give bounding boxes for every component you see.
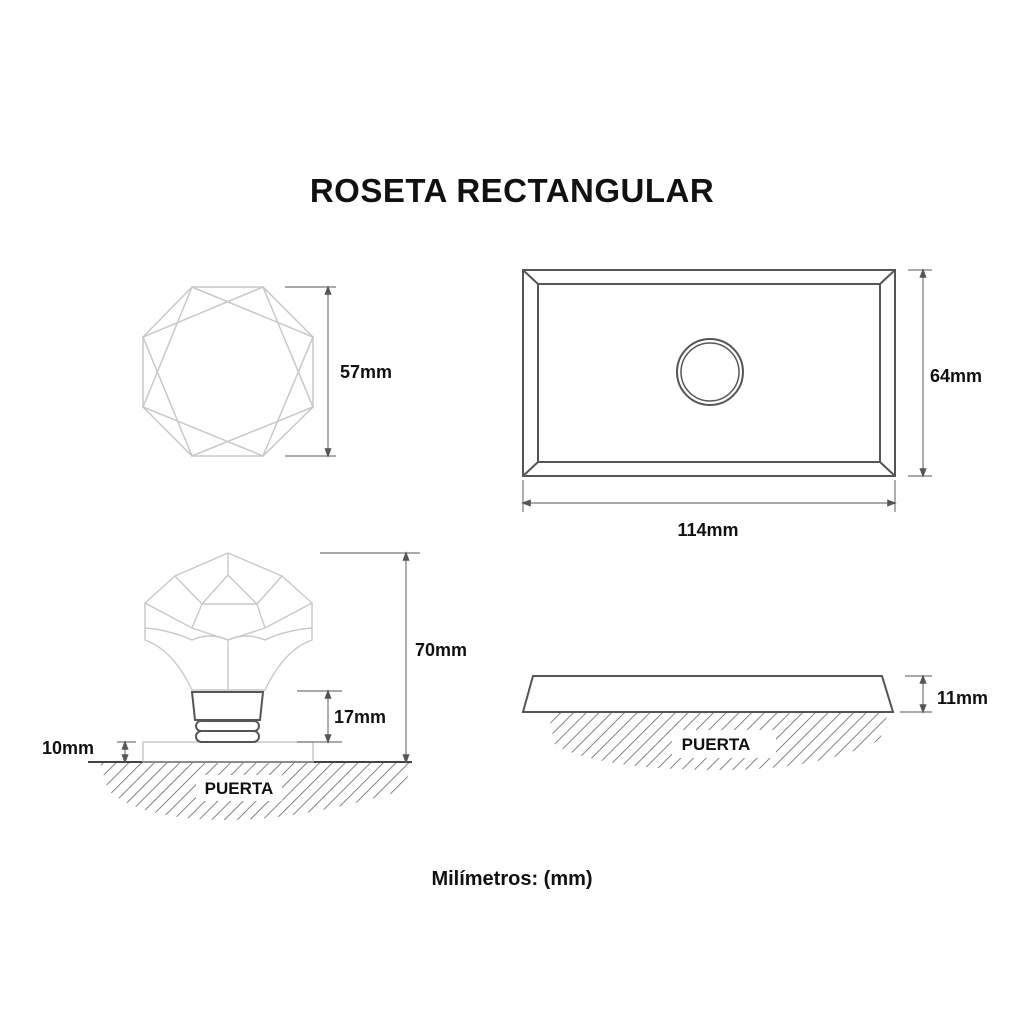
units-note: Milímetros: (mm) [431, 868, 593, 890]
dim-label-11: 11mm [937, 688, 988, 708]
rosette-side-view [521, 675, 895, 713]
dim-label-70: 70mm [415, 640, 467, 660]
rosette-top-view [522, 269, 896, 477]
dim-label-17: 17mm [334, 707, 386, 727]
door-label-left: PUERTA [205, 779, 274, 798]
dimension-10mm [117, 740, 136, 764]
rosette-base [142, 741, 314, 763]
knob-neck [190, 691, 265, 743]
knob-side-view [144, 552, 313, 691]
dim-label-10: 10mm [42, 738, 94, 758]
dim-label-114: 114mm [677, 520, 738, 540]
knob-top-view [142, 286, 314, 457]
dimension-57mm [285, 285, 336, 458]
dimension-64mm [908, 268, 932, 478]
page-title: ROSETA RECTANGULAR [309, 172, 715, 209]
door-label-right: PUERTA [682, 735, 751, 754]
dim-label-64: 64mm [930, 366, 982, 386]
dimension-114mm [521, 480, 897, 512]
dimension-11mm [900, 674, 932, 714]
dimension-70mm [320, 551, 420, 764]
dim-label-57: 57mm [340, 362, 392, 382]
dimension-17mm [297, 689, 342, 744]
